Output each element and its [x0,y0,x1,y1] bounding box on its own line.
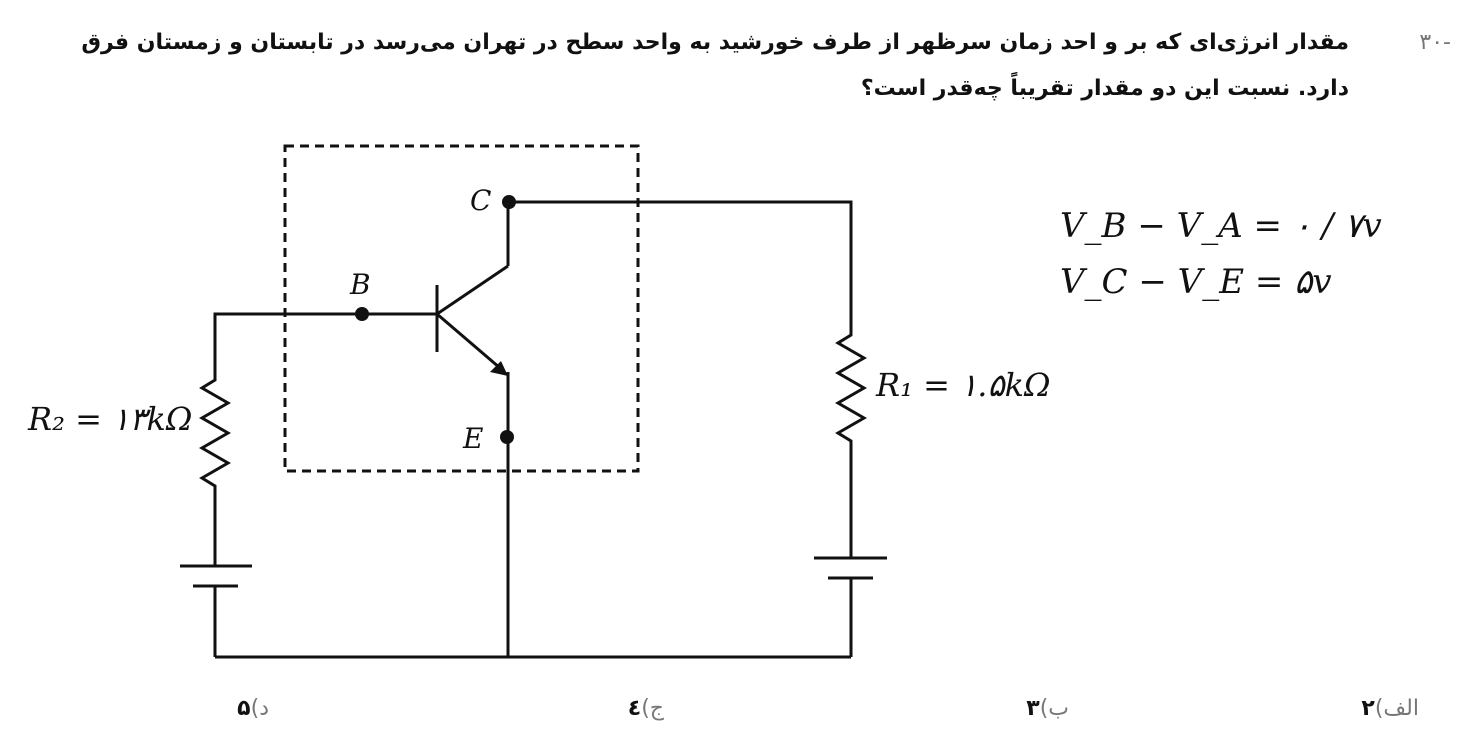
r1-resistor [834,325,868,450]
choice-d-letter: د) [250,696,269,721]
base-wire [213,312,437,375]
choice-d[interactable]: د)۵ [237,696,269,721]
equation-vb-va: V_B − V_A = ۰ / ۷v [1060,206,1382,246]
node-c-label: C [470,184,492,217]
question-text: مقدار انرژی‌ای که بر و احد زمان سرظهر از… [9,20,1349,112]
emitter-lead [436,312,501,370]
choice-a[interactable]: الف)۲ [1361,696,1419,721]
choice-b[interactable]: ب)۳ [1026,696,1069,721]
choice-d-value: ۵ [237,696,251,721]
r2-label: R₂ = ۱۳kΩ [28,400,193,438]
collector-top-wire [508,200,853,325]
choice-b-letter: ب) [1039,696,1069,721]
question-text-line-1: مقدار انرژی‌ای که بر و احد زمان سرظهر از… [81,30,1349,55]
question-number: -۳۰ [1419,30,1451,55]
r1-label: R₁ = ۱.۵kΩ [876,366,1051,404]
choice-c[interactable]: ج)٤ [628,696,664,721]
choice-c-value: ٤ [627,696,642,721]
question-text-line-2: دارد. نسبت این دو مقدار تقریباً چه‌قدر ا… [860,76,1349,101]
node-c-dot [502,195,516,209]
r2-resistor [198,375,232,493]
equation-vc-ve: V_C − V_E = ۵v [1060,262,1332,302]
choice-a-value: ۲ [1361,696,1375,721]
node-e-dot [500,430,514,444]
choice-b-value: ۳ [1026,696,1040,721]
transistor-box [283,144,640,473]
choice-c-letter: ج) [641,696,664,721]
node-b-dot [355,307,369,321]
choice-a-letter: الف) [1374,696,1419,721]
node-e-label: E [463,422,484,455]
emitter-arrow [490,361,508,376]
node-b-label: B [350,268,371,301]
collector-lead [436,264,509,316]
